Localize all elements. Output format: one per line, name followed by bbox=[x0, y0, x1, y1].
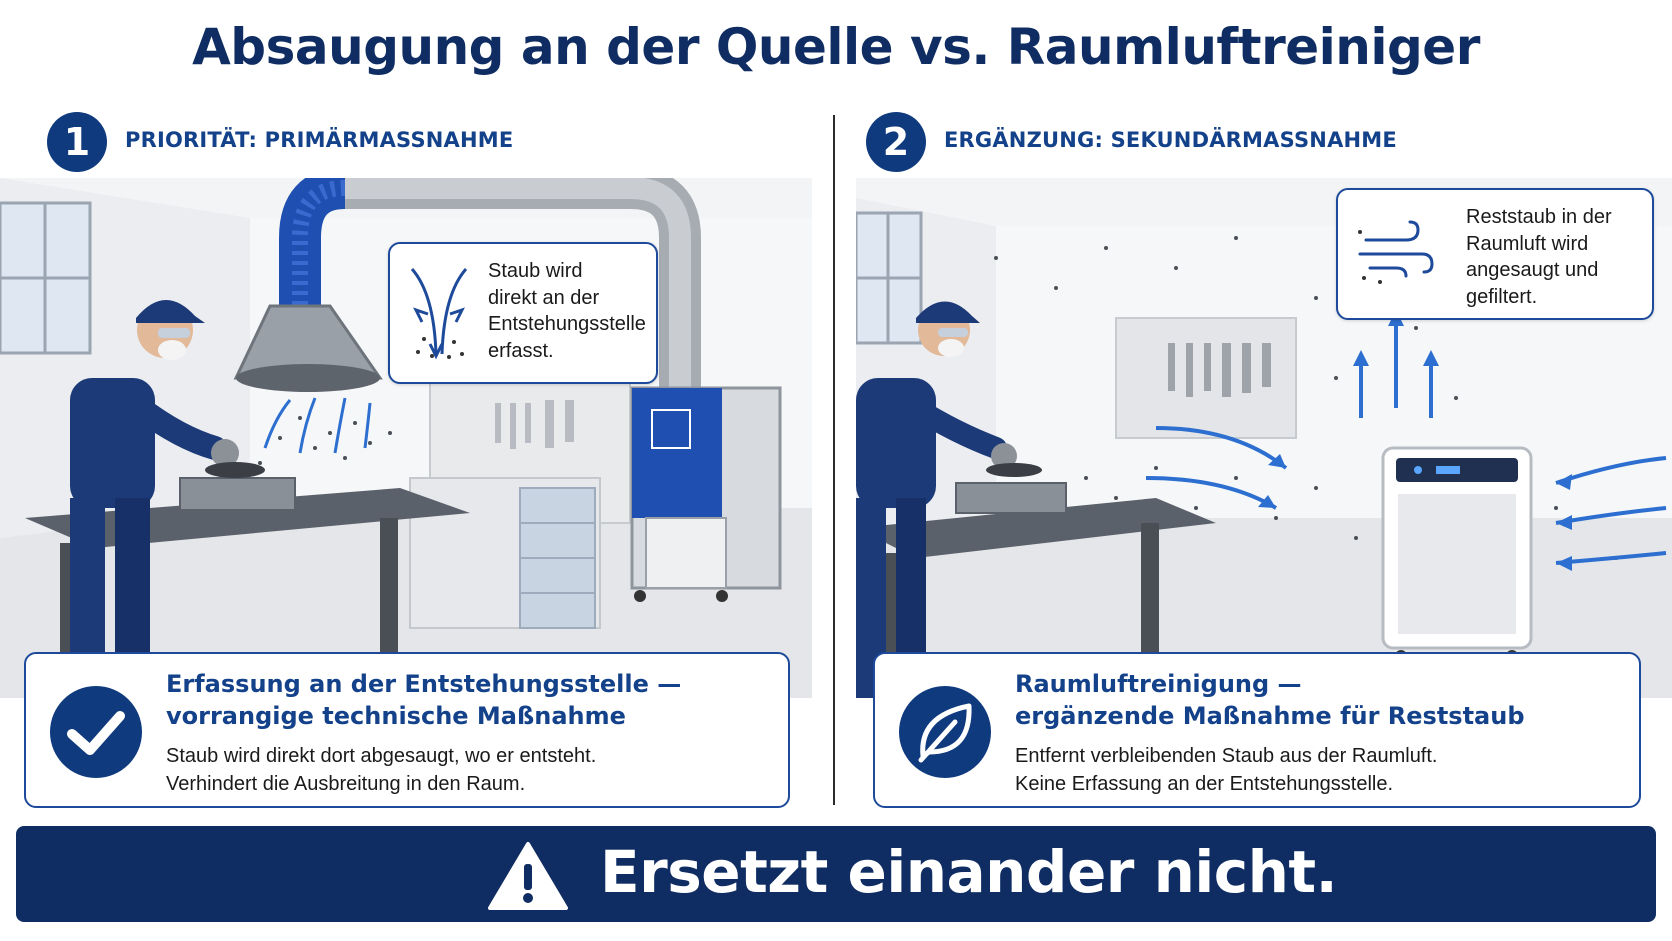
left-card-title: Erfassung an der Entstehungsstelle — vor… bbox=[166, 670, 682, 730]
left-callout-text: Staub wird direkt an der Entstehungsstel… bbox=[488, 260, 646, 362]
banner-text: Ersetzt einander nicht. bbox=[600, 838, 1338, 906]
air-purifier-icon bbox=[1381, 446, 1533, 662]
left-card-line-2: Verhindert die Ausbreitung in den Raum. bbox=[166, 773, 526, 795]
right-card-text: Entfernt verbleibenden Staub aus der Rau… bbox=[1015, 742, 1615, 798]
panel-divider bbox=[833, 115, 835, 805]
leaf-icon bbox=[899, 686, 991, 778]
checkmark-icon bbox=[50, 686, 142, 778]
left-heading: PRIORITÄT: PRIMÄRMASSNAHME bbox=[125, 128, 514, 152]
airflow-icon bbox=[1358, 220, 1434, 284]
warning-icon bbox=[488, 842, 568, 910]
step-badge-2: 2 bbox=[866, 112, 926, 172]
bottom-banner: Ersetzt einander nicht. bbox=[16, 826, 1656, 922]
left-callout: Staub wird direkt an der Entstehungsstel… bbox=[388, 242, 658, 384]
window-icon bbox=[0, 201, 92, 355]
page-title: Absaugung an der Quelle vs. Raumluftrein… bbox=[192, 18, 1480, 76]
right-card-title: Raumluftreinigung — ergänzende Maßnahme … bbox=[1015, 670, 1525, 730]
right-info-card: Raumluftreinigung — ergänzende Maßnahme … bbox=[873, 652, 1641, 808]
left-info-card: Erfassung an der Entstehungsstelle — vor… bbox=[24, 652, 790, 808]
left-card-line-1: Staub wird direkt dort abgesaugt, wo er … bbox=[166, 745, 597, 767]
capture-arrows-icon bbox=[410, 268, 468, 360]
right-card-line-1: Entfernt verbleibenden Staub aus der Rau… bbox=[1015, 745, 1438, 767]
right-card-line-2: Keine Erfassung an der Entstehungsstelle… bbox=[1015, 773, 1394, 795]
left-card-text: Staub wird direkt dort abgesaugt, wo er … bbox=[166, 742, 766, 798]
right-callout-text: Reststaub in der Raumluft wird angesaugt… bbox=[1466, 206, 1612, 308]
window-icon bbox=[856, 211, 923, 345]
right-heading: ERGÄNZUNG: SEKUNDÄRMASSNAHME bbox=[944, 128, 1397, 152]
right-callout: Reststaub in der Raumluft wird angesaugt… bbox=[1336, 188, 1654, 320]
step-badge-1: 1 bbox=[47, 112, 107, 172]
